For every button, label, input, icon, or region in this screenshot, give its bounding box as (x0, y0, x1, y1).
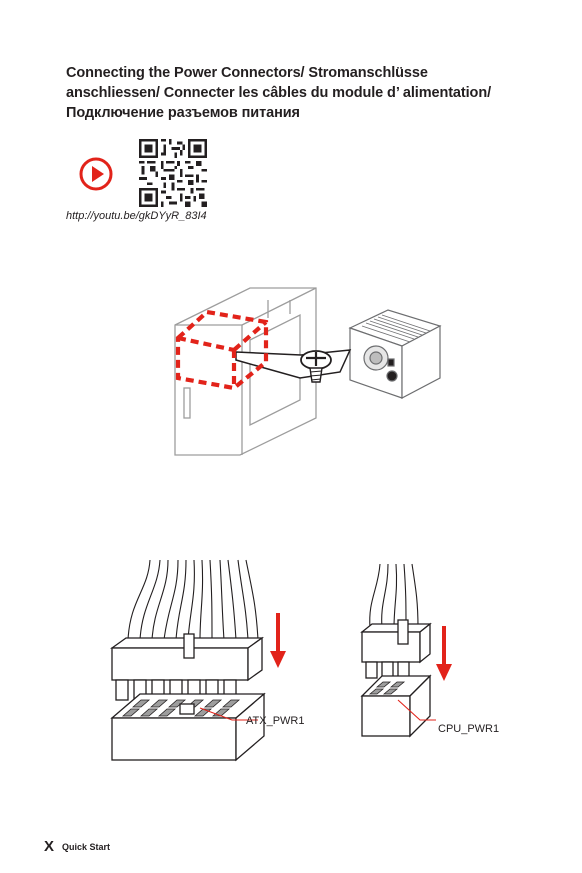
section-name: Quick Start (62, 841, 111, 852)
cpu-label: CPU_PWR1 (438, 723, 500, 735)
play-icon[interactable] (79, 157, 113, 191)
title-line-3: Подключение разъемов питания (66, 105, 300, 121)
title-line-2: anschliessen/ Connecter les câbles du mo… (66, 85, 491, 101)
atx-leader-line (199, 707, 258, 721)
cpu-cable-wires (369, 563, 419, 629)
atx-cable-wires (127, 559, 259, 641)
qr-code-icon[interactable] (139, 139, 207, 207)
page-footer: X Quick Start (44, 838, 110, 855)
pc-case-outline (174, 287, 317, 456)
page-number: X (44, 838, 55, 855)
cpu-down-arrow-icon (436, 626, 452, 681)
title-line-1: Connecting the Power Connectors/ Stroman… (66, 65, 428, 81)
atx-header (110, 692, 266, 762)
screw-icon (300, 350, 332, 383)
psu-box (348, 309, 442, 399)
psu-bay-highlight (175, 309, 269, 391)
cpu-cable-connector (360, 619, 432, 679)
atx-down-arrow-icon (270, 613, 286, 668)
cpu-leader-line (397, 699, 436, 721)
page-title: Connecting the Power Connectors/ Stroman… (66, 63, 546, 123)
atx-cable-connector (109, 633, 265, 701)
atx-label: ATX_PWR1 (246, 715, 305, 727)
cpu-header (360, 674, 432, 738)
video-url[interactable]: http://youtu.be/gkDYyR_83I4 (66, 210, 207, 222)
